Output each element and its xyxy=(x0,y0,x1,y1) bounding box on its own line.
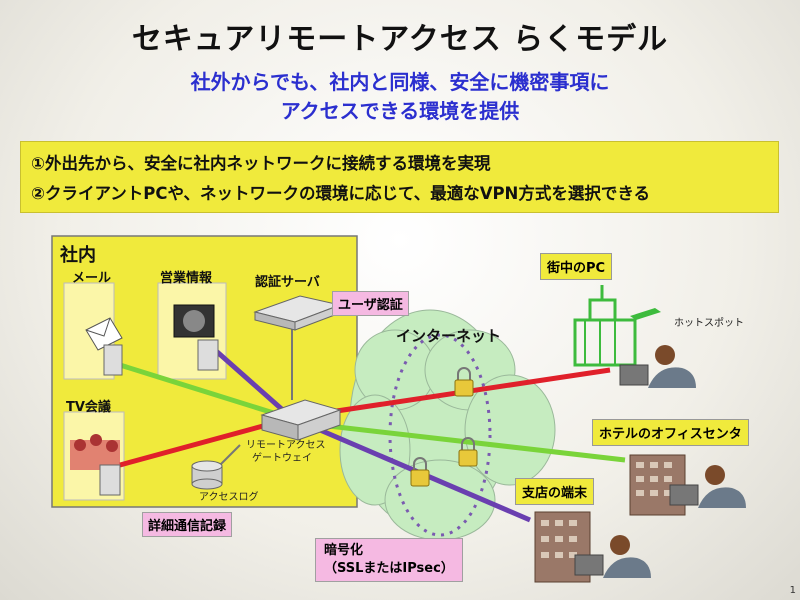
line-mail-gateway xyxy=(119,362,281,418)
gateway-icon xyxy=(260,399,342,441)
hotspot-label: ホットスポット xyxy=(674,318,744,329)
encryption-tag-line-1: 暗号化 xyxy=(324,543,364,558)
auth-server-label: 認証サーバ xyxy=(255,275,320,290)
hotspot-building-icon xyxy=(573,285,661,367)
person-laptop-icon xyxy=(619,345,696,388)
bullet-2: ②クライアントPCや、ネットワークの環境に応じて、最適なVPN方式を選択できる xyxy=(31,184,651,203)
subtitle-line-1: 社外からでも、社内と同様、安全に機密事項に xyxy=(190,70,610,94)
pc-in-town-label: 街中のPC xyxy=(540,253,613,280)
page-number: 1 xyxy=(789,585,796,596)
encryption-tag-line-2: （SSLまたはIPsec） xyxy=(324,561,454,576)
line-tv-gateway xyxy=(119,417,286,468)
person-laptop-icon xyxy=(669,465,746,508)
vpn-tunnel xyxy=(388,333,492,537)
gateway-label-2: ゲートウェイ xyxy=(252,453,312,464)
log-label: アクセスログ xyxy=(199,492,259,503)
slide-title: セキュアリモートアクセス らくモデル xyxy=(131,22,669,57)
tv-label: TV会議 xyxy=(66,400,111,415)
bullet-box: ①外出先から、安全に社内ネットワークに接続する環境を実現 ②クライアントPCや、… xyxy=(20,141,779,213)
tv-conference-icon xyxy=(70,434,121,496)
hotel-office-label: ホテルのオフィスセンタ xyxy=(592,419,749,446)
log-tag: 詳細通信記録 xyxy=(142,512,233,537)
subtitle-line-2: アクセスできる環境を提供 xyxy=(280,99,520,123)
branch-terminal-label: 支店の端末 xyxy=(515,478,595,505)
lock-icon xyxy=(454,367,474,397)
line-green-hotel xyxy=(319,422,626,463)
mail-label: メール xyxy=(72,271,112,286)
sales-label: 営業情報 xyxy=(160,271,213,286)
office-label: 社内 xyxy=(60,245,96,266)
line-sales-gateway xyxy=(213,348,287,414)
lock-icon xyxy=(458,437,478,467)
encryption-tag: 暗号化 （SSLまたはIPsec） xyxy=(315,538,463,582)
monitor-icon xyxy=(173,304,219,371)
lock-icon xyxy=(410,457,430,487)
user-auth-tag: ユーザ認証 xyxy=(332,291,409,316)
gateway-label-1: リモートアクセス xyxy=(246,440,326,451)
person-laptop-icon xyxy=(574,535,651,578)
bullet-1: ①外出先から、安全に社内ネットワークに接続する環境を実現 xyxy=(31,154,491,173)
database-icon xyxy=(191,460,223,490)
internet-label: インターネット xyxy=(396,327,502,345)
mail-icon xyxy=(85,317,123,376)
